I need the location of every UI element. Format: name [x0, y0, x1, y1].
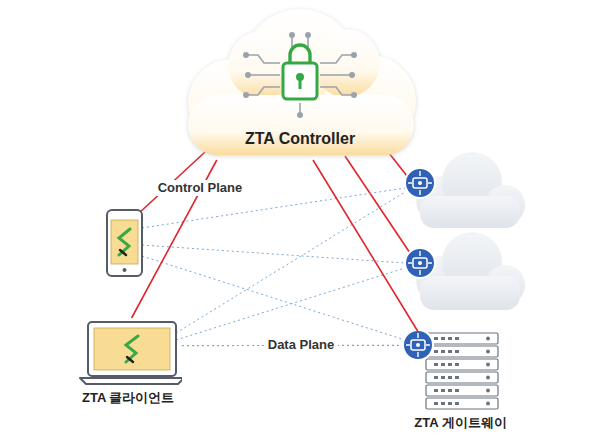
connector	[313, 160, 418, 331]
control-wire	[138, 148, 410, 253]
gateway-badge	[405, 168, 435, 198]
phone-client	[107, 210, 142, 276]
gateway-badge	[405, 248, 435, 278]
plane-label: Control Plane	[154, 180, 247, 196]
node-label: ZTA Controller	[245, 129, 355, 148]
gateway-node: ZTA 게이트웨이	[400, 331, 510, 433]
client-node: ZTA 클라이언트	[70, 318, 182, 410]
node-label: ZTA 클라이언트	[82, 390, 174, 406]
edge-label: Data Plane	[264, 337, 338, 353]
node-label: ZTA 게이트웨이	[414, 415, 506, 431]
data-wire	[142, 188, 405, 340]
controller-node: ZTA Controller	[170, 5, 430, 160]
